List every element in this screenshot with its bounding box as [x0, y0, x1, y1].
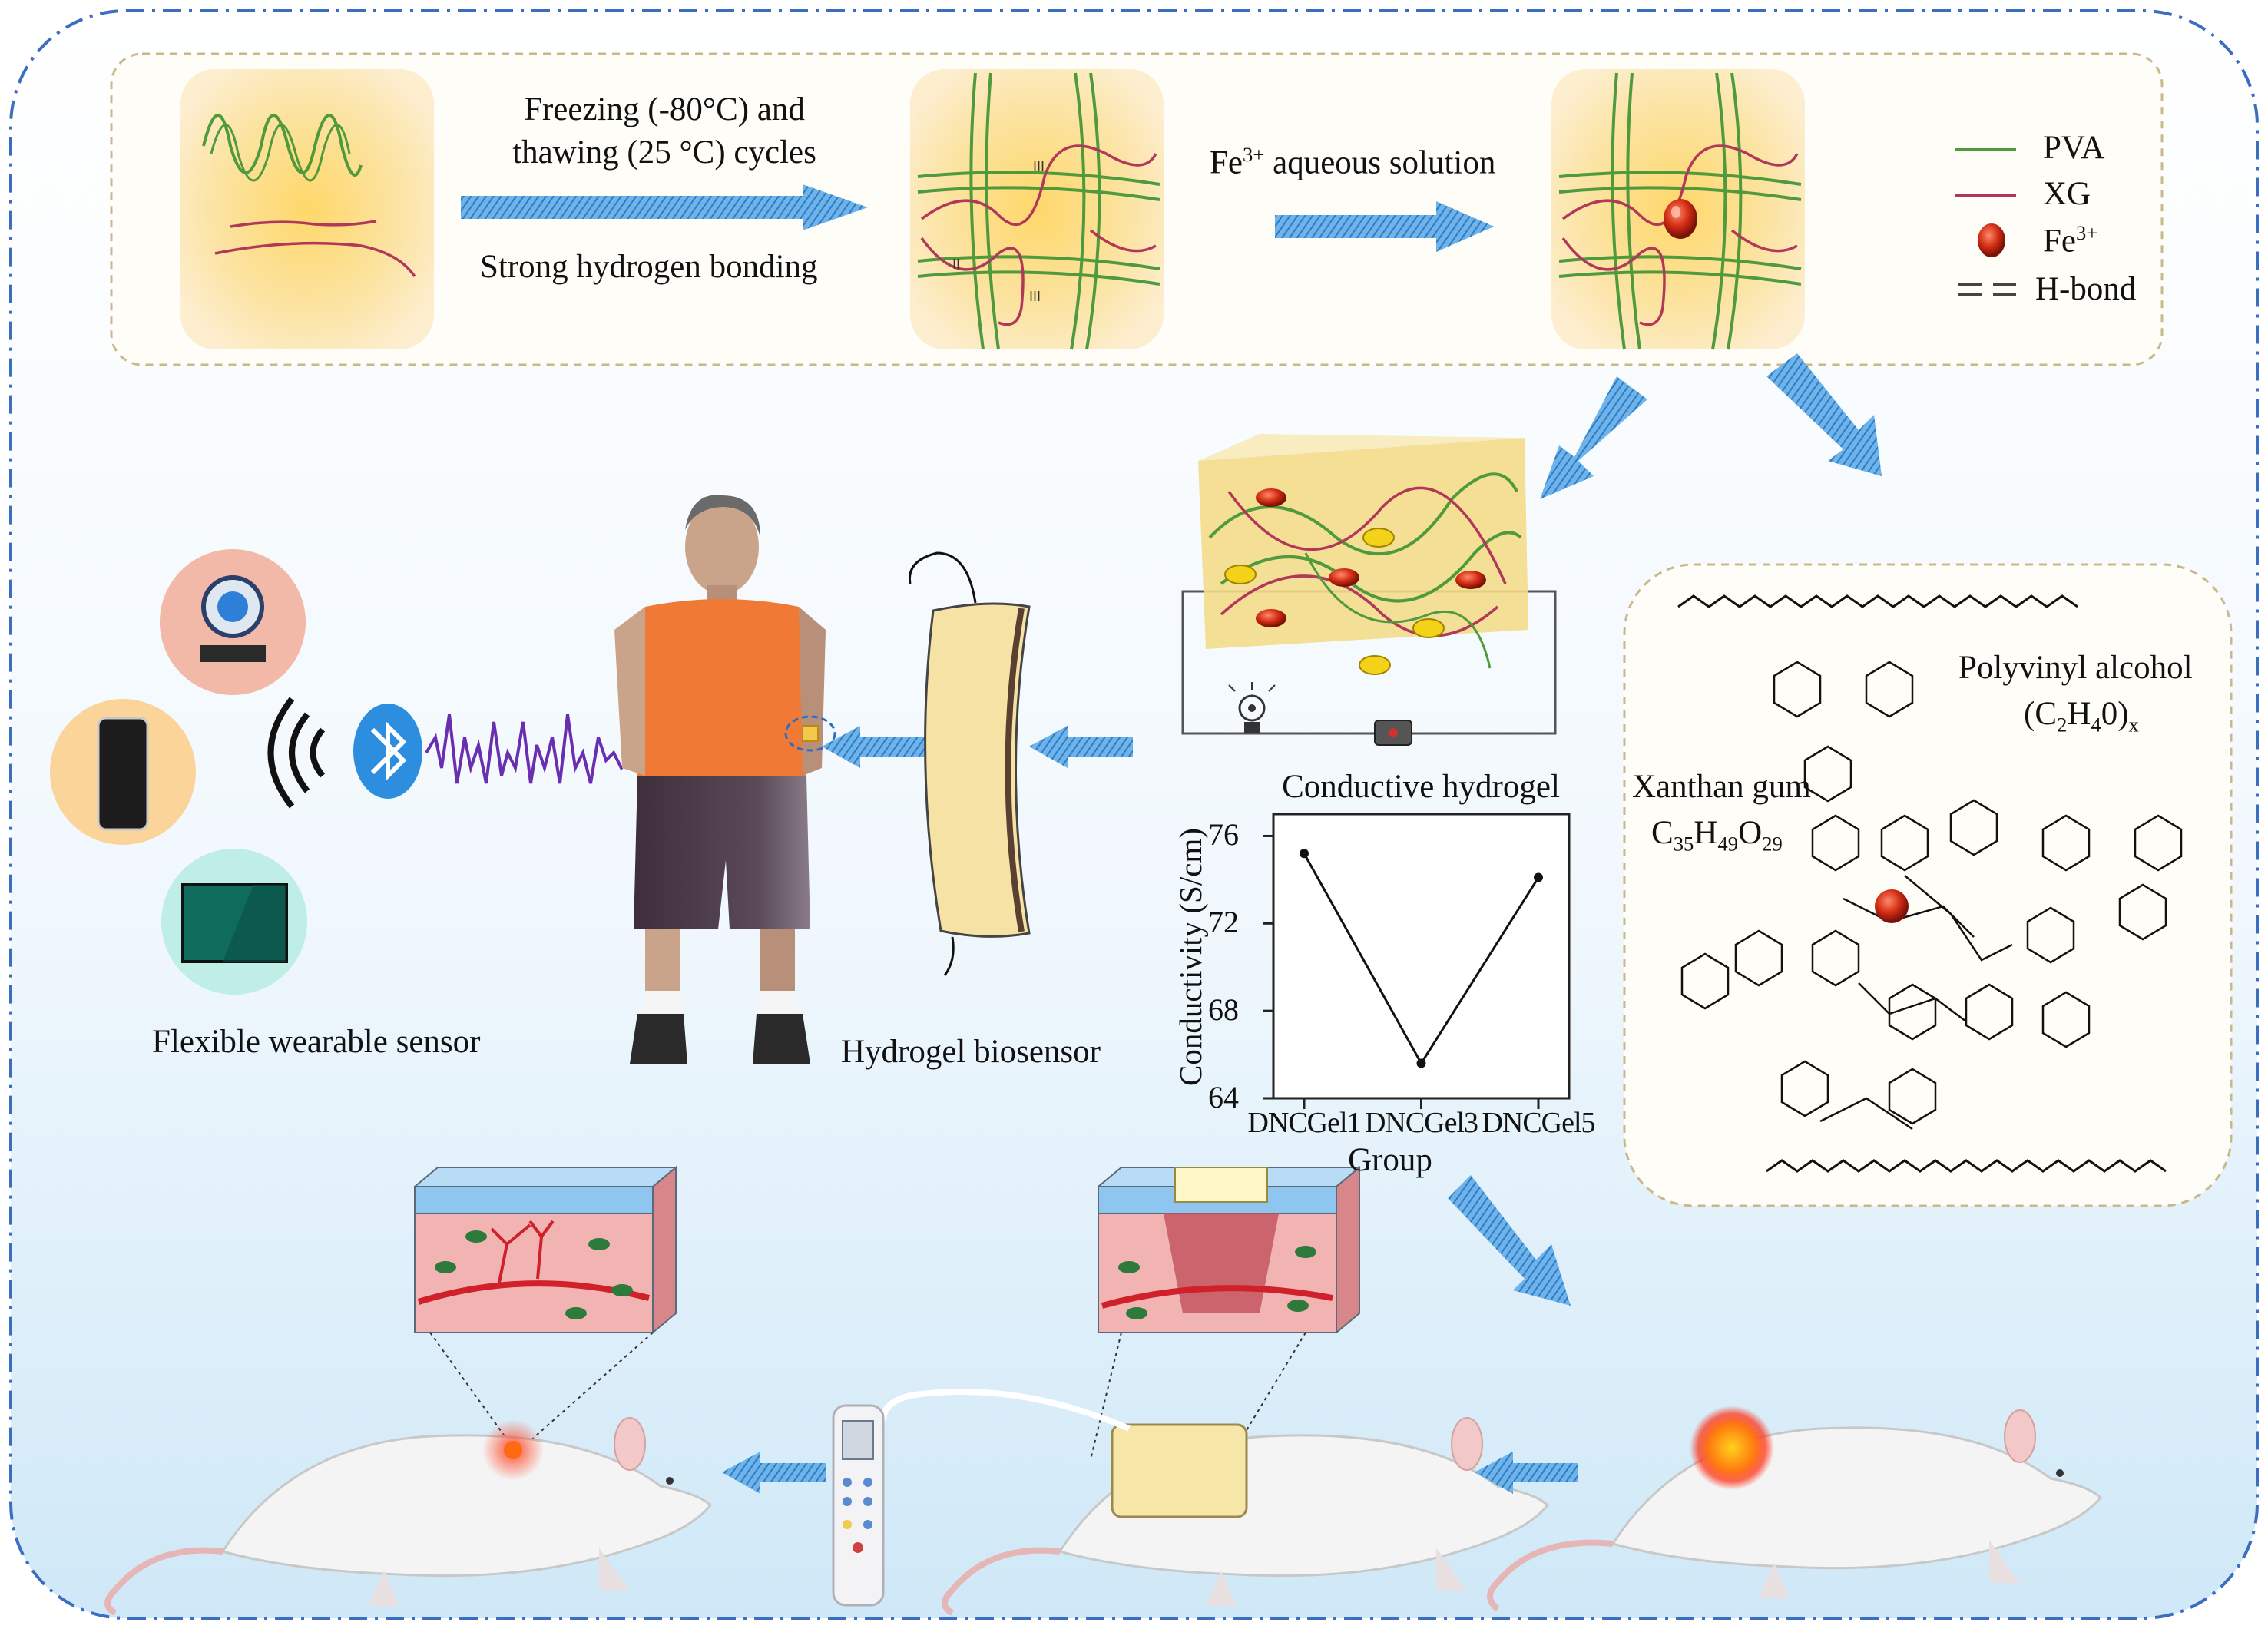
svg-text:III: III: [1033, 158, 1045, 174]
rat-treated: [880, 1389, 1550, 1616]
legend: [1955, 148, 2016, 296]
svg-text:II: II: [952, 257, 960, 272]
chart-marks: [1300, 849, 1543, 1068]
legend-fe-swatch: [1978, 223, 2005, 257]
wrist-sensor-patch: [802, 725, 819, 742]
freeze-thaw-label: Freezing (-80°C) and thawing (25 °C) cyc…: [442, 88, 887, 174]
data-point: [1534, 872, 1543, 882]
y-tick-label: 64: [1208, 1080, 1239, 1114]
skin-block-wound: [1096, 1165, 1362, 1335]
gel-panel-iron: [1551, 69, 1805, 350]
hydrogel-biosensor-strip: [908, 551, 1031, 976]
y-tick-label: 72: [1208, 905, 1239, 940]
svg-text:III: III: [1029, 289, 1041, 304]
wireless-signal-icon: [267, 697, 326, 809]
wearable-devices: [50, 549, 307, 995]
arrow-biosensor-to-body: [822, 726, 925, 768]
bluetooth-icon: [353, 704, 422, 799]
legend-pva-label: PVA: [2043, 130, 2105, 166]
xg-name-label: Xanthan gum: [1632, 769, 1811, 805]
freeze-thaw-line-2: thawing (25 °C) cycles: [512, 134, 816, 171]
legend-xg-label: XG: [2043, 176, 2091, 212]
wearable-sensor-label: Flexible wearable sensor: [152, 1024, 481, 1060]
skin-block-healed: [412, 1165, 678, 1335]
freeze-thaw-line-1: Freezing (-80°C) and: [524, 91, 805, 127]
arrow-to-conductive-gel: [1540, 376, 1647, 499]
xanthan-rings: [1680, 661, 2183, 1131]
process-arrow-2: [1275, 201, 1494, 252]
chart-x-ticks: [1303, 1098, 1540, 1109]
rat-wounded: [1487, 1406, 2103, 1612]
legend-fe-label: Fe3+: [2043, 221, 2098, 260]
xg-formula-label: C35H49O29: [1651, 815, 1783, 856]
arrow-to-healed-rat: [722, 1452, 826, 1494]
legend-hbond-label: H-bond: [2035, 271, 2137, 307]
chart-y-axis-label: Conductivity (S/cm): [1173, 828, 1208, 1086]
process-arrow-1: [461, 184, 868, 230]
human-figure: [614, 495, 836, 1064]
pva-formula-label: (C2H40)x: [2024, 696, 2139, 737]
sensor-signal-wave: [425, 714, 654, 784]
chart-x-axis-label: Group: [1348, 1142, 1432, 1178]
data-point: [1300, 849, 1309, 859]
gel-panel-initial: [180, 69, 434, 349]
bulb-icon: [1238, 694, 1266, 722]
arrow-to-structure: [1766, 353, 1882, 476]
gel-panel-crosslinked: III II III: [910, 69, 1164, 350]
hydrogen-bonding-label: Strong hydrogen bonding: [480, 249, 818, 285]
chart-title: Conductive hydrogel: [1282, 769, 1560, 805]
x-tick-label: DNCGel1: [1247, 1107, 1361, 1139]
arrow-gel-to-biosensor: [1029, 726, 1133, 768]
fe-ion-center: [1875, 889, 1909, 923]
y-tick-label: 68: [1208, 992, 1239, 1028]
y-tick-label: 76: [1208, 817, 1239, 853]
chemical-structure-panel: [1623, 563, 2233, 1207]
open-wound-mark: [1690, 1406, 1774, 1490]
chart-axes: [1272, 813, 1571, 1100]
rat-healed: [104, 1417, 713, 1616]
arrow-to-wounded-rat: [1448, 1175, 1571, 1306]
chart-y-ticks: [1263, 834, 1273, 1100]
hydrogel-biosensor-label: Hydrogel biosensor: [841, 1034, 1101, 1070]
pva-chain-top: [1677, 594, 2078, 608]
fe-solution-label: Fe3+ aqueous solution: [1210, 143, 1496, 181]
x-tick-label: DNCGel3: [1364, 1107, 1478, 1139]
conductive-gel-circuit: [1181, 434, 1557, 746]
pva-chain-bottom: [1766, 1159, 2167, 1173]
stimulator-device-icon: [832, 1404, 885, 1607]
arrow-to-treated-rat: [1475, 1452, 1578, 1494]
pva-name-label: Polyvinyl alcohol: [1958, 650, 2193, 686]
x-tick-label: DNCGel5: [1482, 1107, 1595, 1139]
hydrogel-patch-on-rat: [1111, 1423, 1248, 1518]
data-point: [1416, 1058, 1426, 1068]
